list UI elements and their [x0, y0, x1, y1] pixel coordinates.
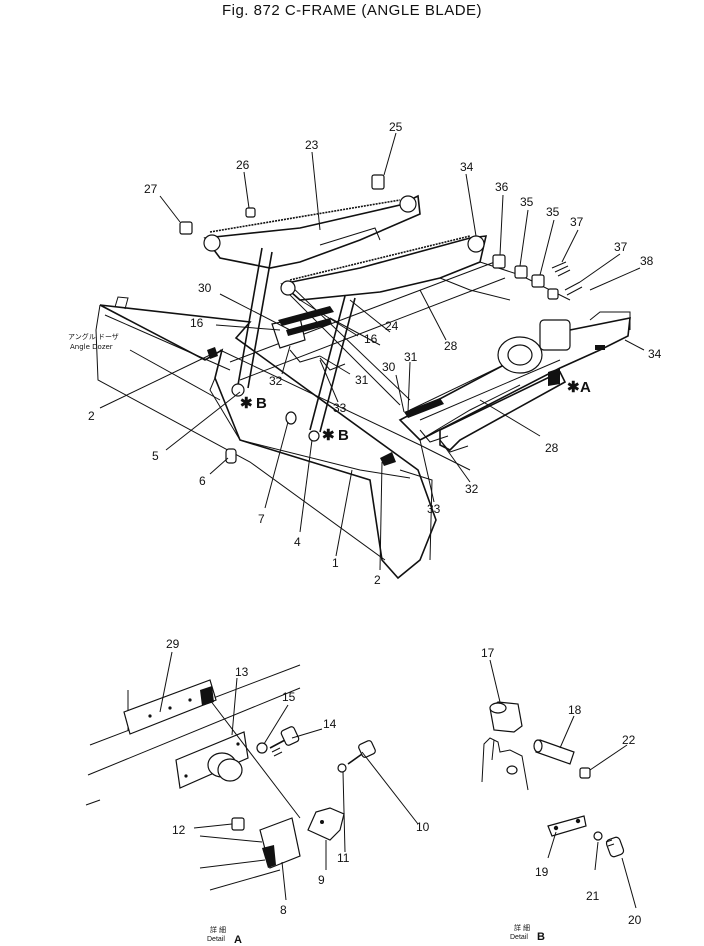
view-label-b1: B: [256, 395, 267, 412]
callout-5: 5: [152, 449, 159, 463]
view-arrow-a: ✱: [567, 379, 580, 396]
callout-29: 29: [166, 637, 180, 651]
callout-4: 4: [294, 535, 301, 549]
callout-2-b: 2: [374, 573, 381, 587]
callout-35-b: 35: [546, 205, 560, 219]
callout-9: 9: [318, 873, 325, 887]
detail-b: 17 18 22 19 21 20 詳 細 Detail B: [481, 646, 642, 943]
callout-22: 22: [622, 733, 636, 747]
angle-dozer-jp-label: アングル ドーザ: [68, 332, 119, 341]
callout-32-a: 32: [269, 374, 283, 388]
callout-30-b: 30: [382, 360, 396, 374]
callout-24: 24: [385, 319, 399, 333]
callout-28-bottom: 28: [545, 441, 559, 455]
callout-25: 25: [389, 120, 403, 134]
callout-2-a: 2: [88, 409, 95, 423]
callout-20: 20: [628, 913, 642, 927]
callout-16-b: 16: [364, 332, 378, 346]
callout-7: 7: [258, 512, 265, 526]
detail-a-label: Detail: [207, 936, 225, 943]
angle-dozer-label: Angle Dozer: [70, 343, 113, 351]
detail-b-jp-label: 詳 細: [514, 923, 530, 932]
detail-a: 29 13 15 14 10 11 12 9 8 詳 細 Detail A: [85, 637, 430, 946]
callout-36: 36: [495, 180, 509, 194]
figure-title: Fig. 872 C-FRAME (ANGLE BLADE): [221, 2, 483, 19]
callout-32-b: 32: [465, 482, 479, 496]
callout-6: 6: [199, 474, 206, 488]
main-assembly: ✱ A ✱ B ✱ B アングル ドーザ Angle Dozer: [68, 120, 662, 587]
callout-31-b: 31: [404, 350, 418, 364]
callout-34-right: 34: [648, 347, 662, 361]
callout-34-top: 34: [460, 160, 474, 174]
callout-38: 38: [640, 254, 654, 268]
callout-11: 11: [337, 851, 350, 865]
callout-35-a: 35: [520, 195, 534, 209]
detail-b-label: Detail: [510, 934, 528, 941]
callout-14: 14: [323, 717, 337, 731]
callout-26: 26: [236, 158, 250, 172]
callout-21: 21: [586, 889, 600, 903]
callout-13: 13: [235, 665, 249, 679]
callout-37-a: 37: [570, 215, 584, 229]
callout-28-top: 28: [444, 339, 458, 353]
callout-23: 23: [305, 138, 319, 152]
callout-8: 8: [280, 903, 287, 917]
callout-15: 15: [282, 690, 296, 704]
callout-33-b: 33: [427, 502, 441, 516]
callout-12: 12: [172, 823, 186, 837]
callout-16-a: 16: [190, 316, 204, 330]
view-arrow-b1: ✱: [240, 395, 253, 412]
callout-18: 18: [568, 703, 582, 717]
callout-10: 10: [416, 820, 430, 834]
view-label-a: A: [580, 379, 591, 396]
callout-31-a: 31: [355, 373, 369, 387]
view-label-b2: B: [338, 427, 349, 444]
detail-a-letter: A: [234, 934, 242, 946]
callout-27: 27: [144, 182, 158, 196]
callout-19: 19: [535, 865, 549, 879]
detail-a-jp-label: 詳 細: [210, 925, 226, 934]
callout-30-a: 30: [198, 281, 212, 295]
callout-37-b: 37: [614, 240, 628, 254]
view-arrow-b2: ✱: [322, 427, 335, 444]
callout-1: 1: [332, 556, 339, 570]
callout-33-a: 33: [333, 401, 347, 415]
detail-b-letter: B: [537, 931, 545, 943]
callout-17: 17: [481, 646, 495, 660]
